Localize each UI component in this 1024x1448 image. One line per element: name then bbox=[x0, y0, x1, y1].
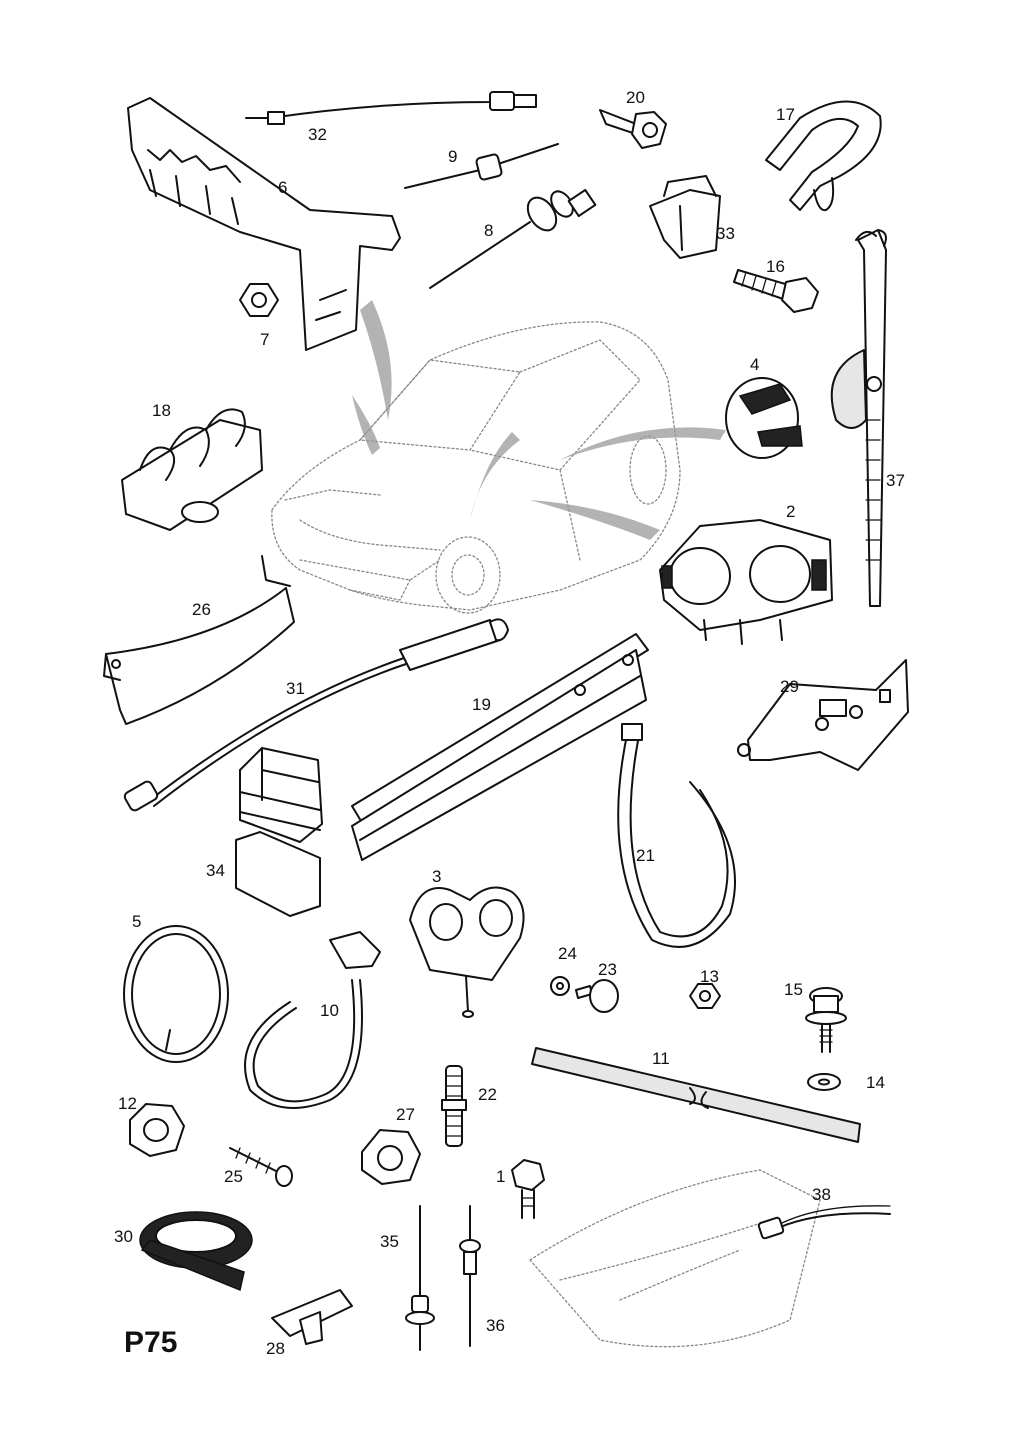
part-22-stud bbox=[441, 1065, 467, 1147]
part-23-screw bbox=[575, 979, 619, 1013]
part-16-bolt bbox=[733, 269, 819, 313]
callout-3: 3 bbox=[432, 867, 441, 886]
part-24-washer bbox=[550, 976, 570, 996]
callout-13: 13 bbox=[700, 967, 719, 986]
callout-38: 38 bbox=[812, 1185, 831, 1204]
part-31-tool bbox=[123, 618, 509, 812]
callout-32: 32 bbox=[308, 125, 327, 144]
part-7-nut bbox=[239, 283, 279, 317]
callout-27: 27 bbox=[396, 1105, 415, 1124]
part-19-rail bbox=[351, 633, 649, 861]
callout-20: 20 bbox=[626, 88, 645, 107]
callout-21: 21 bbox=[636, 846, 655, 865]
part-29-bracket bbox=[737, 659, 909, 771]
callout-30: 30 bbox=[114, 1227, 133, 1246]
callout-9: 9 bbox=[448, 147, 457, 166]
callout-26: 26 bbox=[192, 600, 211, 619]
callout-22: 22 bbox=[478, 1085, 497, 1104]
callout-6: 6 bbox=[278, 178, 287, 197]
callout-19: 19 bbox=[472, 695, 491, 714]
callout-7: 7 bbox=[260, 330, 269, 349]
callout-33: 33 bbox=[716, 224, 735, 243]
callout-10: 10 bbox=[320, 1001, 339, 1020]
part-30-tape-roll bbox=[139, 1211, 253, 1292]
part-1-bolt bbox=[511, 1159, 545, 1219]
part-4-grommet bbox=[725, 377, 803, 459]
part-28-clip bbox=[271, 1289, 353, 1345]
callout-12: 12 bbox=[118, 1094, 137, 1113]
pointer-shading bbox=[352, 300, 726, 540]
callout-36: 36 bbox=[486, 1316, 505, 1335]
callout-24: 24 bbox=[558, 944, 577, 963]
callout-14: 14 bbox=[866, 1073, 885, 1092]
callout-1: 1 bbox=[496, 1167, 505, 1186]
callout-23: 23 bbox=[598, 960, 617, 979]
part-26-trim-strip bbox=[103, 555, 295, 725]
part-37-cable-tie bbox=[830, 229, 887, 607]
part-5-clamp bbox=[123, 925, 229, 1063]
callout-5: 5 bbox=[132, 912, 141, 931]
part-17-p-clip bbox=[765, 100, 882, 212]
callout-15: 15 bbox=[784, 980, 803, 999]
part-35-stud bbox=[405, 1205, 435, 1351]
part-13-nut bbox=[689, 983, 721, 1009]
callout-4: 4 bbox=[750, 355, 759, 374]
part-14-washer bbox=[807, 1073, 841, 1091]
callout-28: 28 bbox=[266, 1339, 285, 1358]
callout-25: 25 bbox=[224, 1167, 243, 1186]
callout-17: 17 bbox=[776, 105, 795, 124]
part-27-nut bbox=[361, 1129, 421, 1185]
callout-labels: 32 20 17 9 6 8 33 16 7 4 18 37 2 26 31 1… bbox=[114, 88, 905, 1358]
part-36-stud bbox=[459, 1205, 481, 1347]
page-code: P75 bbox=[124, 1326, 177, 1359]
part-20-screw bbox=[599, 109, 667, 149]
callout-29: 29 bbox=[780, 677, 799, 696]
part-9-rod bbox=[404, 143, 559, 189]
callout-34: 34 bbox=[206, 861, 225, 880]
callout-8: 8 bbox=[484, 221, 493, 240]
part-11-strap bbox=[531, 1047, 861, 1143]
part-33-clip bbox=[649, 175, 721, 259]
part-32-aerial-lead bbox=[245, 91, 537, 125]
part-38-harness bbox=[529, 1169, 891, 1348]
callout-2: 2 bbox=[786, 502, 795, 521]
part-18-multi-clip bbox=[121, 408, 263, 531]
car-outline bbox=[271, 321, 681, 614]
part-34-connector bbox=[235, 747, 323, 917]
part-12-nut bbox=[129, 1103, 185, 1157]
part-8-pin bbox=[429, 188, 597, 289]
callout-11: 11 bbox=[652, 1049, 670, 1068]
part-25-screw bbox=[229, 1147, 293, 1187]
callout-35: 35 bbox=[380, 1232, 399, 1251]
part-6-wiring-bracket bbox=[127, 97, 401, 351]
part-21-cable-tie bbox=[617, 723, 736, 948]
callout-16: 16 bbox=[766, 257, 785, 276]
part-15-bolt bbox=[805, 987, 847, 1053]
part-2-double-clip bbox=[659, 519, 833, 645]
part-3-double-clip bbox=[409, 886, 525, 1018]
callout-37: 37 bbox=[886, 471, 905, 490]
part-10-tie bbox=[244, 931, 381, 1109]
callout-18: 18 bbox=[152, 401, 171, 420]
callout-31: 31 bbox=[286, 679, 305, 698]
